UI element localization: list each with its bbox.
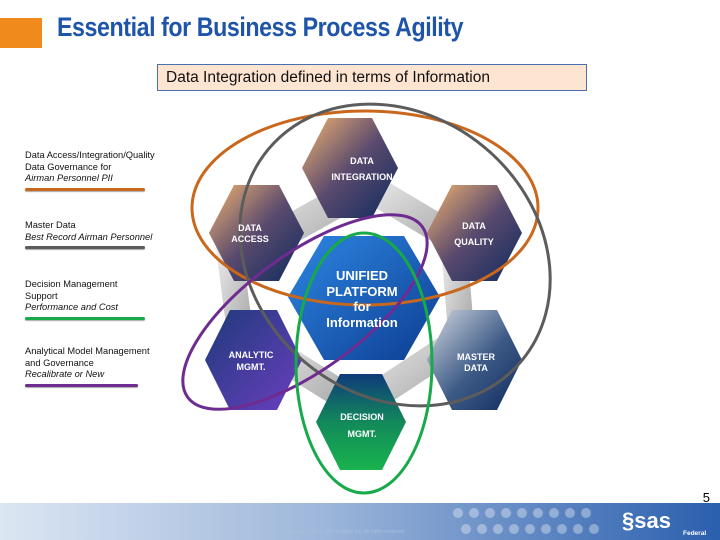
footer-dots-decoration xyxy=(453,508,599,534)
logo-text: sas xyxy=(634,508,671,533)
legend-item-master-data: Master Data Best Record Airman Personnel xyxy=(25,220,152,249)
legend-italic-3: Performance and Cost xyxy=(25,302,119,312)
legend-italic-2: Best Record Airman Personnel xyxy=(25,231,153,242)
hex-data-integration xyxy=(302,118,398,218)
legend-text-2a: Master Data xyxy=(25,220,76,230)
legend-italic-1: Airman Personnel PII xyxy=(25,173,113,183)
label-data-access-2: ACCESS xyxy=(231,234,269,244)
legend-item-decision: Decision Management Support Performance … xyxy=(25,279,145,320)
footer-bar xyxy=(0,503,720,540)
legend-line-orange xyxy=(25,187,145,191)
subtitle-box: Data Integration defined in terms of Inf… xyxy=(157,64,587,91)
label-master-data-1: MASTER xyxy=(457,352,496,362)
ellipse-gray xyxy=(238,102,552,408)
label-unified-3: for xyxy=(353,299,370,314)
accent-square xyxy=(0,18,42,48)
legend-line-green xyxy=(25,316,145,320)
label-data-quality-1: DATA xyxy=(462,221,486,231)
hex-decision xyxy=(316,374,406,470)
sas-logo: §sas xyxy=(622,508,671,534)
hex-analytic xyxy=(205,310,302,410)
legend-text-4b: and Governance xyxy=(25,357,94,368)
hex-unified-platform xyxy=(288,236,440,360)
ellipse-green xyxy=(294,231,434,495)
legend-text-3b: Support xyxy=(25,290,58,301)
label-data-access-1: DATA xyxy=(238,223,262,233)
legend-item-analytic: Analytical Model Management and Governan… xyxy=(25,346,150,387)
logo-subtitle: Federal xyxy=(683,530,707,537)
label-analytic-2: MGMT. xyxy=(237,362,266,372)
label-data-quality-2: QUALITY xyxy=(454,237,494,247)
legend-text-1a: Data Access/Integration/Quality xyxy=(25,150,155,160)
legend-item-data-integration: Data Access/Integration/Quality Data Gov… xyxy=(25,150,155,191)
page-number: 5 xyxy=(702,490,710,505)
label-unified-4: Information xyxy=(326,315,398,330)
label-unified-1: UNIFIED xyxy=(336,268,388,283)
hex-data-quality xyxy=(427,185,522,281)
label-unified-2: PLATFORM xyxy=(326,284,397,299)
legend-text-3a: Decision Management xyxy=(25,279,118,289)
legend-line-purple xyxy=(25,383,138,387)
label-analytic-1: ANALYTIC xyxy=(229,350,274,360)
label-data-integration-1: DATA xyxy=(350,156,374,166)
page-title: Essential for Business Process Agility xyxy=(57,12,464,42)
ellipse-orange xyxy=(190,109,540,307)
label-decision-2: MGMT. xyxy=(348,429,377,439)
hex-master-data xyxy=(427,310,522,410)
label-data-integration-2: INTEGRATION xyxy=(331,172,392,182)
legend-text-4a: Analytical Model Management xyxy=(25,346,150,356)
legend-text-1b: Data Governance for xyxy=(25,161,112,172)
legend-italic-4: Recalibrate or New xyxy=(25,369,105,379)
copyright-text: Copyright © 2011, SAS Institute Inc. All… xyxy=(283,529,406,535)
label-decision-1: DECISION xyxy=(340,412,384,422)
ellipse-purple xyxy=(181,213,429,411)
sas-swirl-icon: § xyxy=(622,508,635,533)
hexagon-diagram: DATA INTEGRATION DATA ACCESS DATA QUALIT… xyxy=(181,102,552,495)
legend-line-gray xyxy=(25,246,145,249)
label-master-data-2: DATA xyxy=(464,363,488,373)
